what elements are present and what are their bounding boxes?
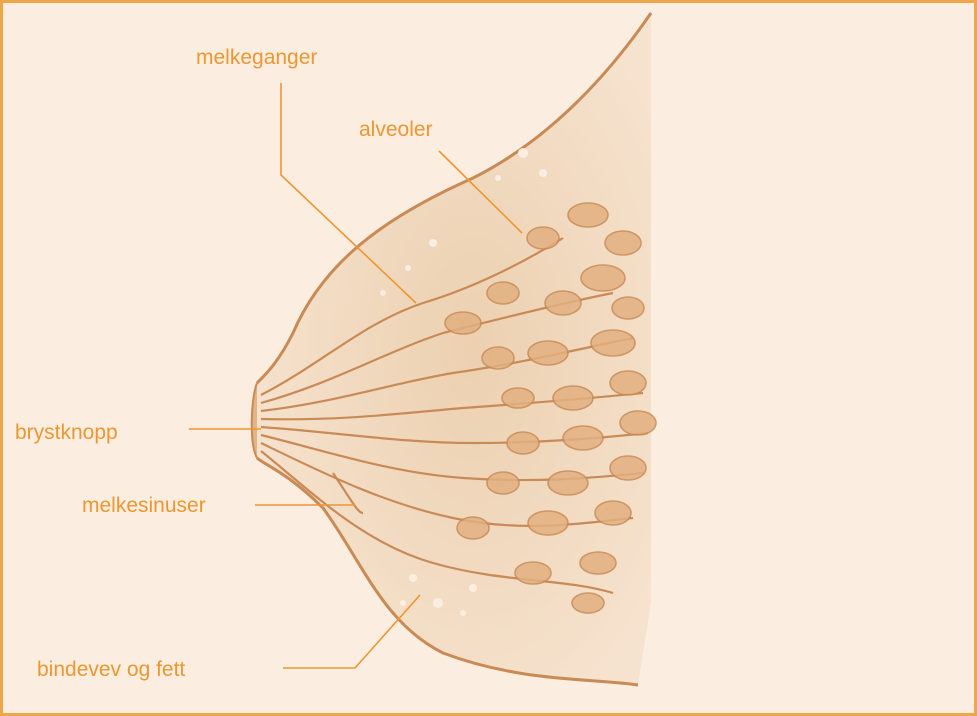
leader-connective-tissue [283,595,420,668]
label-alveoli: alveoler [359,119,433,140]
label-milk-sinuses: melkesinuser [82,495,206,516]
leader-alveoli [439,151,522,233]
leader-lines [3,3,974,713]
label-nipple: brystknopp [15,422,118,443]
label-connective-tissue: bindevev og fett [37,659,185,680]
label-milk-ducts: melkeganger [196,47,317,68]
leader-milk-ducts [281,83,416,303]
